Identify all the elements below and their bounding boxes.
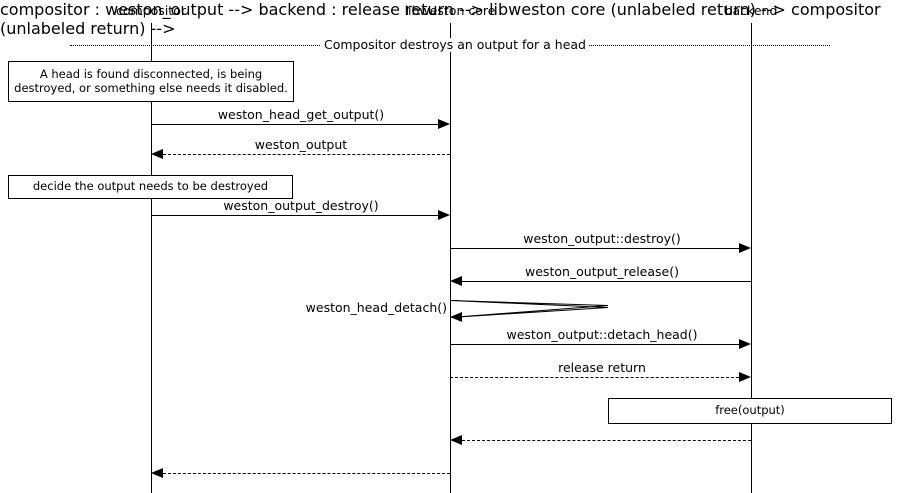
arrowhead-right-icon bbox=[739, 242, 751, 253]
message-line-weston-output bbox=[163, 154, 450, 155]
message-label-weston-output-destroy: weston_output_destroy() bbox=[219, 199, 383, 213]
message-label-release-return: release return bbox=[554, 361, 650, 375]
note-free-output: free(output) bbox=[608, 398, 892, 424]
arrowhead-right-icon bbox=[438, 118, 450, 129]
message-label-weston-head-get-output: weston_head_get_output() bbox=[213, 108, 389, 122]
message-line-core-return bbox=[163, 473, 450, 474]
arrowhead-left-icon bbox=[450, 434, 462, 445]
participant-label-libweston-core: libweston core bbox=[404, 3, 496, 18]
lifeline-libweston-core bbox=[450, 23, 451, 493]
message-line-weston-output-destroy bbox=[151, 215, 438, 216]
separator-label: Compositor destroys an output for a head bbox=[321, 38, 589, 52]
message-label-weston-output-detach-head: weston_output::detach_head() bbox=[502, 328, 702, 342]
message-line-backend-return bbox=[462, 440, 751, 441]
message-label-weston-output-destroy-cb: weston_output::destroy() bbox=[519, 232, 685, 246]
participant-label-compositor: compositor bbox=[116, 3, 186, 18]
lifeline-compositor bbox=[151, 23, 152, 493]
message-line-weston-output-detach-head bbox=[450, 344, 739, 345]
message-line-weston-output-destroy-cb bbox=[450, 248, 739, 249]
participant-label-backend: backend bbox=[724, 3, 778, 18]
message-line-release-return bbox=[450, 377, 739, 378]
arrowhead-left-icon bbox=[151, 467, 163, 478]
arrowhead-left-icon bbox=[450, 311, 462, 322]
message-line-weston-head-get-output bbox=[151, 124, 438, 125]
message-label-weston-output-release: weston_output_release() bbox=[521, 265, 683, 279]
arrowhead-left-icon bbox=[450, 275, 462, 286]
arrowhead-right-icon bbox=[739, 338, 751, 349]
note-decide-destroy: decide the output needs to be destroyed bbox=[8, 175, 293, 199]
message-line-weston-output-release bbox=[462, 281, 751, 282]
arrowhead-right-icon bbox=[438, 209, 450, 220]
arrowhead-left-icon bbox=[151, 148, 163, 159]
message-selfloop-weston-head-detach bbox=[450, 295, 615, 323]
message-label-weston-head-detach: weston_head_detach() bbox=[301, 301, 449, 315]
lifeline-backend bbox=[751, 23, 752, 493]
note-head-disconnected: A head is found disconnected, is being d… bbox=[8, 61, 294, 102]
arrowhead-right-icon bbox=[739, 371, 751, 382]
message-label-weston-output: weston_output bbox=[250, 138, 352, 152]
